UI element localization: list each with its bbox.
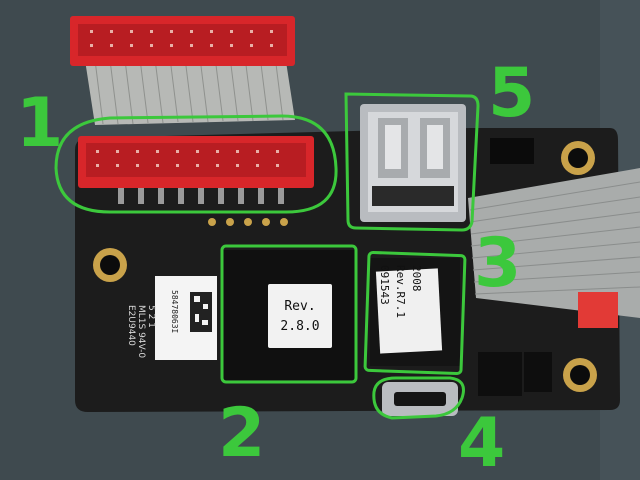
- callout-number-3: 3: [474, 224, 521, 303]
- outline-connector-1: [54, 114, 338, 214]
- top-red-connector: [70, 16, 295, 66]
- micro-usb-port: [382, 382, 458, 416]
- small-chip-top-right: [490, 138, 534, 164]
- solder-pads: [208, 218, 288, 226]
- barcode-label: 58478063I: [170, 290, 179, 334]
- usb-a-port: [360, 104, 466, 222]
- processor-label-line2: 2.8.0: [280, 319, 319, 334]
- ribbon-cable-right: [468, 168, 640, 328]
- processor-label-line1: Rev.: [284, 299, 315, 314]
- callout-numbers: 1 2 3 4 5: [16, 54, 535, 480]
- callout-number-5: 5: [488, 54, 535, 133]
- processor-chip: [222, 250, 356, 380]
- barcode-sticker: [155, 276, 217, 360]
- ribbon-cable-top: [85, 55, 295, 125]
- small-chip-bottom-right-2: [524, 352, 552, 392]
- silkscreen-line3: 5 2 1: [146, 305, 156, 328]
- mounting-hole-left: [93, 248, 127, 282]
- silkscreen-line1: E2U9440: [126, 305, 136, 346]
- callout-number-1: 1: [16, 84, 63, 163]
- sticker-chip: [370, 258, 460, 366]
- sticker-label-line1: 091543: [378, 265, 391, 305]
- mounting-hole-top-right: [561, 141, 595, 175]
- outline-usb-4: [372, 376, 465, 420]
- silkscreen-line2: ML1S 94V-0: [136, 305, 146, 358]
- annotation-outlines: [54, 92, 480, 420]
- main-red-connector: [78, 136, 314, 204]
- small-chip-bottom-right: [478, 352, 522, 396]
- sticker-label-line2: Rev.R7.1: [394, 265, 407, 318]
- outline-chip-3: [363, 250, 467, 376]
- outline-usb-5: [344, 92, 480, 232]
- sticker-label-line3: 2008: [410, 265, 423, 292]
- mounting-hole-bottom-right: [563, 358, 597, 392]
- callout-number-2: 2: [218, 394, 265, 473]
- callout-number-4: 4: [458, 404, 505, 480]
- outline-chip-2: [220, 244, 358, 384]
